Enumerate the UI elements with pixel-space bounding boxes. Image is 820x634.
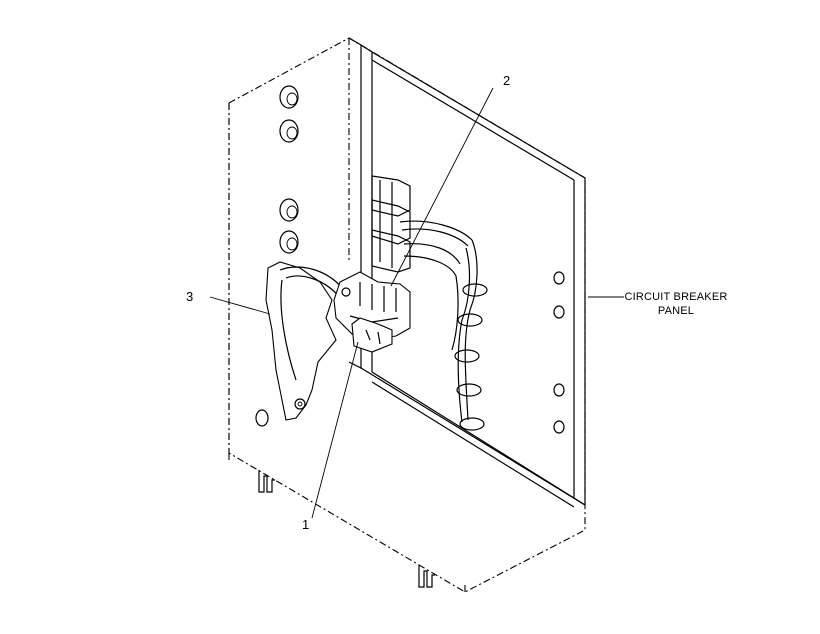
bracket-assembly <box>265 261 346 421</box>
leader-line-1 <box>311 341 359 519</box>
breaker-block <box>333 271 411 353</box>
leader-line-3 <box>209 296 271 315</box>
leader-lines <box>209 87 624 519</box>
right-wall-holes <box>553 271 565 434</box>
busbar-clips <box>371 175 411 273</box>
panel-label-line1: CIRCUIT BREAKER <box>624 291 728 303</box>
door-frame <box>348 37 586 508</box>
left-wall-holes <box>255 85 299 427</box>
cabinet-feet <box>228 453 466 592</box>
callout-1: 1 <box>302 517 310 532</box>
callout-3: 3 <box>186 289 194 304</box>
callout-2: 2 <box>503 73 511 88</box>
wire-harness <box>399 220 488 431</box>
circuit-breaker-panel-label: CIRCUIT BREAKER PANEL <box>612 290 740 318</box>
leader-line-2 <box>390 87 494 287</box>
panel-label-line2: PANEL <box>657 305 695 317</box>
